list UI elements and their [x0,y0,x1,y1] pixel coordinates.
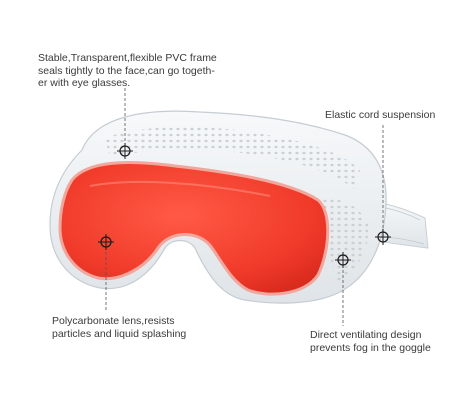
crosshair-marker-icon [98,234,114,250]
crosshair-marker-icon [335,252,351,268]
crosshair-marker-icon [375,229,391,245]
polycarbonate-lens [58,161,330,296]
lens-callout-text: Polycarbonate lens,resists particles and… [52,315,187,340]
strap-callout-text: Elastic cord suspension [325,109,436,121]
frame-callout-text: Stable,Transparent,flexible PVC frame se… [38,52,217,89]
crosshair-marker-icon [117,143,133,159]
ventilation-holes-top [105,126,360,190]
vent-callout-text: Direct ventilating design prevents fog i… [310,329,431,354]
